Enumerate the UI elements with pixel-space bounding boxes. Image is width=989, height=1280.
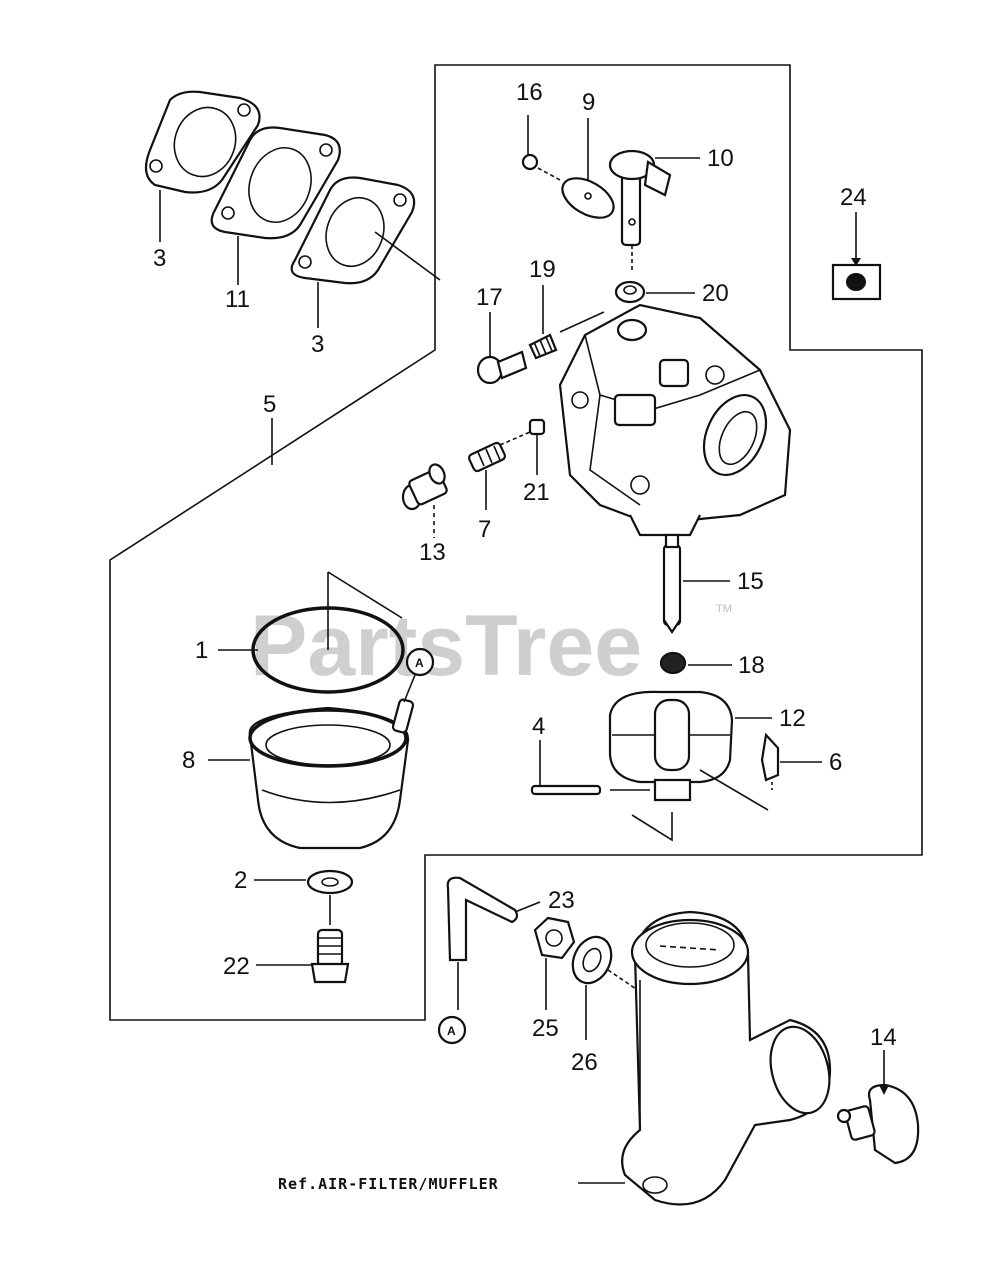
- carburetor-body[interactable]: [558, 303, 792, 537]
- label-part-8: 8: [182, 747, 195, 774]
- float-bracket-outline: [631, 812, 673, 842]
- label-part-3-left: 3: [153, 245, 166, 272]
- part-24-arrow: [851, 258, 861, 266]
- label-part-12: 12: [779, 705, 806, 732]
- gasket-leader: [374, 231, 441, 281]
- intake-elbow[interactable]: [621, 910, 838, 1206]
- label-part-20: 20: [702, 280, 729, 307]
- nozzle-13[interactable]: [401, 462, 448, 511]
- label-part-3-right: 3: [311, 331, 324, 358]
- svg-text:A: A: [447, 1024, 456, 1038]
- reference-note: Ref.AIR-FILTER/MUFFLER: [278, 1175, 499, 1193]
- float-bowl-8[interactable]: [248, 698, 415, 850]
- connector-marker-a-top: A: [403, 647, 435, 703]
- label-part-5: 5: [263, 391, 276, 418]
- label-part-11: 11: [225, 286, 250, 313]
- label-part-13: 13: [419, 539, 446, 566]
- choke-shaft-10[interactable]: [608, 149, 672, 247]
- leader-lines: [159, 118, 822, 1184]
- emulsion-tube-15[interactable]: [662, 533, 682, 634]
- label-part-19: 19: [529, 256, 556, 283]
- label-part-25: 25: [532, 1015, 559, 1042]
- washer-2[interactable]: [306, 869, 354, 895]
- screw-16-leader: [537, 167, 561, 181]
- spring-19[interactable]: [528, 333, 558, 360]
- label-part-23: 23: [548, 887, 575, 914]
- nut-25[interactable]: [533, 916, 576, 960]
- primer-bulb-14[interactable]: [836, 1083, 920, 1165]
- float-pin-4[interactable]: [530, 784, 602, 796]
- label-part-15: 15: [737, 568, 764, 595]
- gasket-top-left[interactable]: [144, 90, 261, 194]
- primer-arrow: [879, 1085, 889, 1095]
- label-part-21: 21: [523, 479, 550, 506]
- label-part-4: 4: [532, 713, 545, 740]
- label-part-9: 9: [582, 89, 595, 116]
- spring-19-leader: [559, 311, 605, 333]
- label-part-1: 1: [195, 637, 208, 664]
- label-part-26: 26: [571, 1049, 598, 1076]
- label-part-16: 16: [516, 79, 543, 106]
- assembly-boundary-outline: [109, 64, 923, 1021]
- part-24-inset[interactable]: [831, 263, 882, 301]
- label-part-17: 17: [476, 284, 503, 311]
- watermark: PartsTree: [250, 598, 642, 694]
- label-part-2: 2: [234, 867, 247, 894]
- label-part-24: 24: [840, 184, 867, 211]
- fuel-hose-23[interactable]: [446, 876, 519, 962]
- svg-text:A: A: [415, 656, 424, 670]
- seal-20[interactable]: [614, 280, 646, 304]
- label-part-14: 14: [870, 1024, 897, 1051]
- connector-marker-a-bottom: A: [437, 1015, 467, 1045]
- main-jet-7[interactable]: [468, 431, 531, 473]
- washer-26[interactable]: [566, 931, 619, 990]
- needle-leader: [699, 769, 769, 811]
- needle-valve-6[interactable]: [760, 732, 780, 790]
- screw-16[interactable]: [521, 115, 539, 171]
- drain-bolt-22[interactable]: [310, 928, 350, 984]
- gasket-right[interactable]: [290, 176, 416, 285]
- label-part-7: 7: [478, 516, 491, 543]
- choke-plate-9[interactable]: [556, 170, 620, 226]
- pilot-screw-17[interactable]: [476, 350, 528, 385]
- jet-21[interactable]: [528, 418, 546, 436]
- seal-18[interactable]: [659, 651, 687, 675]
- watermark-tm: TM: [716, 603, 732, 615]
- label-part-22: 22: [223, 953, 250, 980]
- label-part-10: 10: [707, 145, 734, 172]
- label-part-18: 18: [738, 652, 765, 679]
- label-part-6: 6: [829, 749, 842, 776]
- insulator-spacer[interactable]: [210, 126, 341, 240]
- float-12[interactable]: [608, 690, 734, 802]
